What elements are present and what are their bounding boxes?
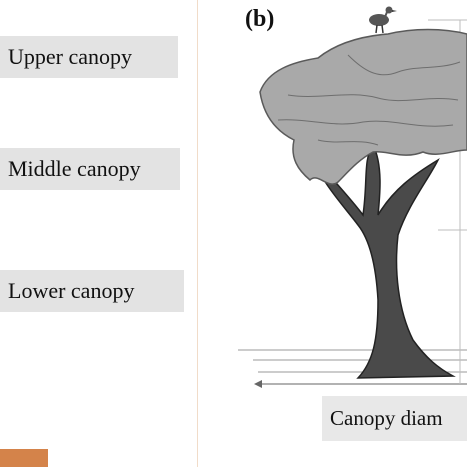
- left-panel: Upper canopy Middle canopy Lower canopy: [0, 0, 197, 467]
- orange-accent-strip: [0, 449, 48, 467]
- canopy-texture: [277, 54, 461, 146]
- middle-canopy-label: Middle canopy: [0, 148, 180, 190]
- panel-letter: (b): [245, 6, 275, 32]
- panel-divider: [197, 0, 198, 467]
- lower-canopy-label: Lower canopy: [0, 270, 184, 312]
- bird-icon: [369, 6, 397, 34]
- canopy-diameter-label: Canopy diam: [322, 396, 467, 441]
- diameter-arrow: [254, 380, 467, 388]
- tree-trunk: [307, 143, 456, 379]
- upper-canopy-label: Upper canopy: [0, 36, 178, 78]
- tree-illustration: [238, 6, 467, 388]
